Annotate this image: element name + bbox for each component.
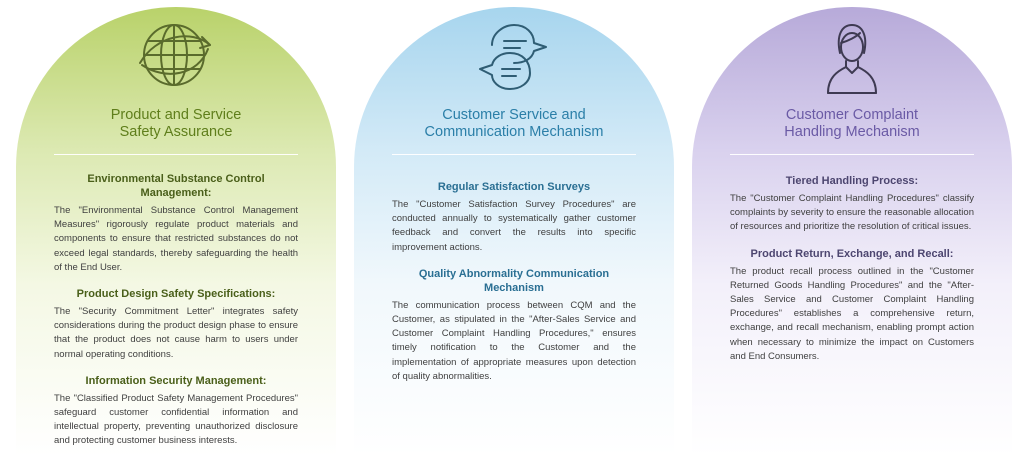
card-title-line: Product and Service (110, 107, 242, 123)
section-quality-abnormality: Quality Abnormality Communication Mechan… (392, 267, 636, 384)
section-body: The "Customer Complaint Handling Procedu… (730, 193, 974, 233)
section-title: Environmental Substance Control Manageme… (87, 173, 265, 199)
section-body: The "Customer Satisfaction Survey Proced… (392, 199, 636, 253)
section-satisfaction-surveys: Regular Satisfaction Surveys The "Custom… (392, 180, 636, 255)
section-body: The "Classified Product Safety Managemen… (54, 392, 298, 447)
card-title-line: Safety Assurance (119, 124, 233, 140)
card-content: Regular Satisfaction Surveys The "Custom… (392, 180, 636, 396)
person-icon (827, 24, 877, 94)
section-environmental-substance: Environmental Substance Control Manageme… (54, 172, 298, 275)
divider (54, 154, 298, 155)
section-title: Information Security Management: (85, 374, 267, 387)
section-title: Quality Abnormality Communication Mechan… (418, 267, 610, 294)
card-title: Customer Service and Communication Mecha… (354, 107, 674, 141)
section-title: Product Design Safety Specifications: (76, 288, 276, 301)
section-title: Product Return, Exchange, and Recall: (750, 247, 954, 260)
divider (392, 154, 636, 155)
section-title: Regular Satisfaction Surveys (437, 181, 591, 193)
section-body: The product recall process outlined in t… (730, 265, 974, 362)
card-content: Tiered Handling Process: The "Customer C… (730, 174, 974, 376)
globe-arrow-icon (139, 24, 211, 86)
card-title: Product and Service Safety Assurance (16, 107, 336, 141)
section-product-design-safety: Product Design Safety Specifications: Th… (54, 287, 298, 362)
card-title-line: Customer Service and (442, 107, 586, 123)
divider (730, 154, 974, 155)
card-title: Customer Complaint Handling Mechanism (692, 107, 1012, 141)
card-content: Environmental Substance Control Manageme… (54, 172, 298, 456)
card-product-service-safety: Product and Service Safety Assurance Env… (16, 7, 336, 456)
card-customer-service: Customer Service and Communication Mecha… (354, 7, 674, 456)
section-tiered-handling: Tiered Handling Process: The "Customer C… (730, 174, 974, 235)
card-title-line: Customer Complaint (785, 107, 919, 123)
card-customer-complaint: Customer Complaint Handling Mechanism Ti… (692, 7, 1012, 456)
chat-bubbles-icon (479, 24, 547, 90)
card-title-line: Handling Mechanism (784, 124, 920, 140)
section-title: Tiered Handling Process: (785, 175, 919, 187)
section-return-exchange-recall: Product Return, Exchange, and Recall: Th… (730, 247, 974, 364)
card-title-line: Communication Mechanism (424, 124, 604, 140)
section-body: The "Environmental Substance Control Man… (54, 205, 298, 273)
section-body: The communication process between CQM an… (392, 299, 636, 382)
section-body: The "Security Commitment Letter" integra… (54, 306, 298, 360)
section-information-security: Information Security Management: The "Cl… (54, 374, 298, 449)
